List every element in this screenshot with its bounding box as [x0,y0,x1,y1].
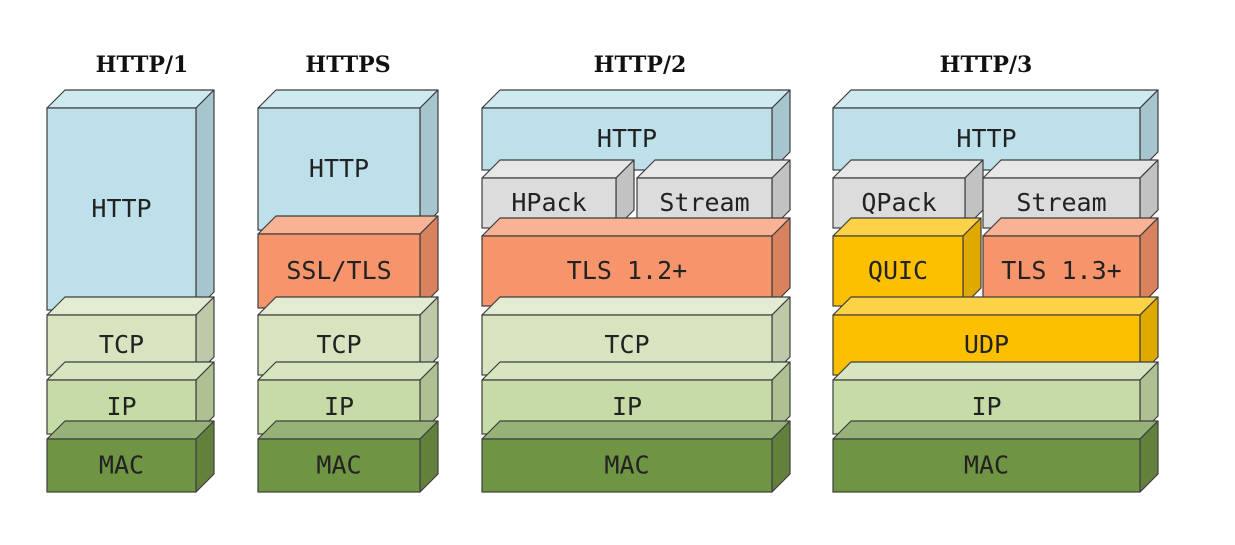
block-top-face [46,420,215,440]
block-top-face [832,420,1159,440]
column-title-http2: HTTP/2 [593,52,687,78]
block-top-face [982,159,1159,179]
layer-label: TCP [604,330,649,359]
layer-block-ssl-tls: SSL/TLS [257,215,439,309]
block-front-face [257,107,421,231]
block-top-face [832,361,1159,381]
block-front-face [982,235,1141,307]
layer-label: TCP [316,330,361,359]
layer-label: TLS 1.3+ [1001,256,1121,285]
block-side-face [195,89,215,311]
layer-block-mac: MAC [832,420,1159,493]
block-top-face [257,296,439,316]
layer-label: MAC [604,451,649,480]
layer-label: TCP [99,330,144,359]
layer-block-http: HTTP [832,89,1159,171]
block-top-face [257,361,439,381]
block-top-face [46,296,215,316]
layer-block-http: HTTP [481,89,791,171]
layer-label: UDP [964,330,1009,359]
block-top-face [257,215,439,235]
layer-label: MAC [964,451,1009,480]
layer-block-mac: MAC [257,420,439,493]
layer-label: HTTP [597,124,657,153]
block-front-face [257,438,421,493]
layer-label: HTTP [91,194,151,223]
layer-label: Stream [1016,188,1106,217]
block-top-face [257,420,439,440]
block-top-face [982,217,1159,237]
layer-label: IP [612,392,642,421]
column-title-https: HTTPS [305,52,391,78]
block-top-face [481,296,791,316]
block-top-face [481,420,791,440]
block-top-face [257,89,439,109]
layer-label: HPack [511,188,586,217]
block-front-face [46,438,197,493]
column-title-http3: HTTP/3 [939,52,1033,78]
layer-block-tls-1-3: TLS 1.3+ [982,217,1159,307]
layer-label: IP [971,392,1001,421]
layer-block-quic: QUIC [832,217,982,307]
layer-label: MAC [316,451,361,480]
layer-label: QPack [861,188,936,217]
layer-block-tls-1-2: TLS 1.2+ [481,217,791,307]
layer-label: HTTP [956,124,1016,153]
block-front-face [257,233,421,309]
block-top-face [832,217,982,237]
block-top-face [636,159,791,179]
block-front-face [832,438,1141,493]
block-top-face [46,89,215,109]
layer-label: TLS 1.2+ [567,256,687,285]
block-top-face [481,217,791,237]
layer-label: QUIC [868,256,928,285]
block-top-face [832,296,1159,316]
block-top-face [832,89,1159,109]
layer-block-udp: UDP [832,296,1159,376]
column-title-http1: HTTP/1 [95,52,189,78]
block-front-face [481,438,773,493]
block-top-face [481,159,635,179]
block-top-face [46,361,215,381]
block-side-face [419,89,439,231]
layer-label: IP [106,392,136,421]
layer-block-http: HTTP [257,89,439,231]
layer-label: MAC [99,451,144,480]
layer-block-http: HTTP [46,89,215,311]
layer-label: SSL/TLS [286,256,391,285]
block-front-face [832,235,964,307]
layer-block-mac: MAC [481,420,791,493]
block-top-face [832,159,984,179]
block-top-face [481,89,791,109]
layer-label: HTTP [309,154,369,183]
block-top-face [481,361,791,381]
block-front-face [46,107,197,311]
layer-block-mac: MAC [46,420,215,493]
layer-label: IP [324,392,354,421]
layer-label: Stream [659,188,749,217]
